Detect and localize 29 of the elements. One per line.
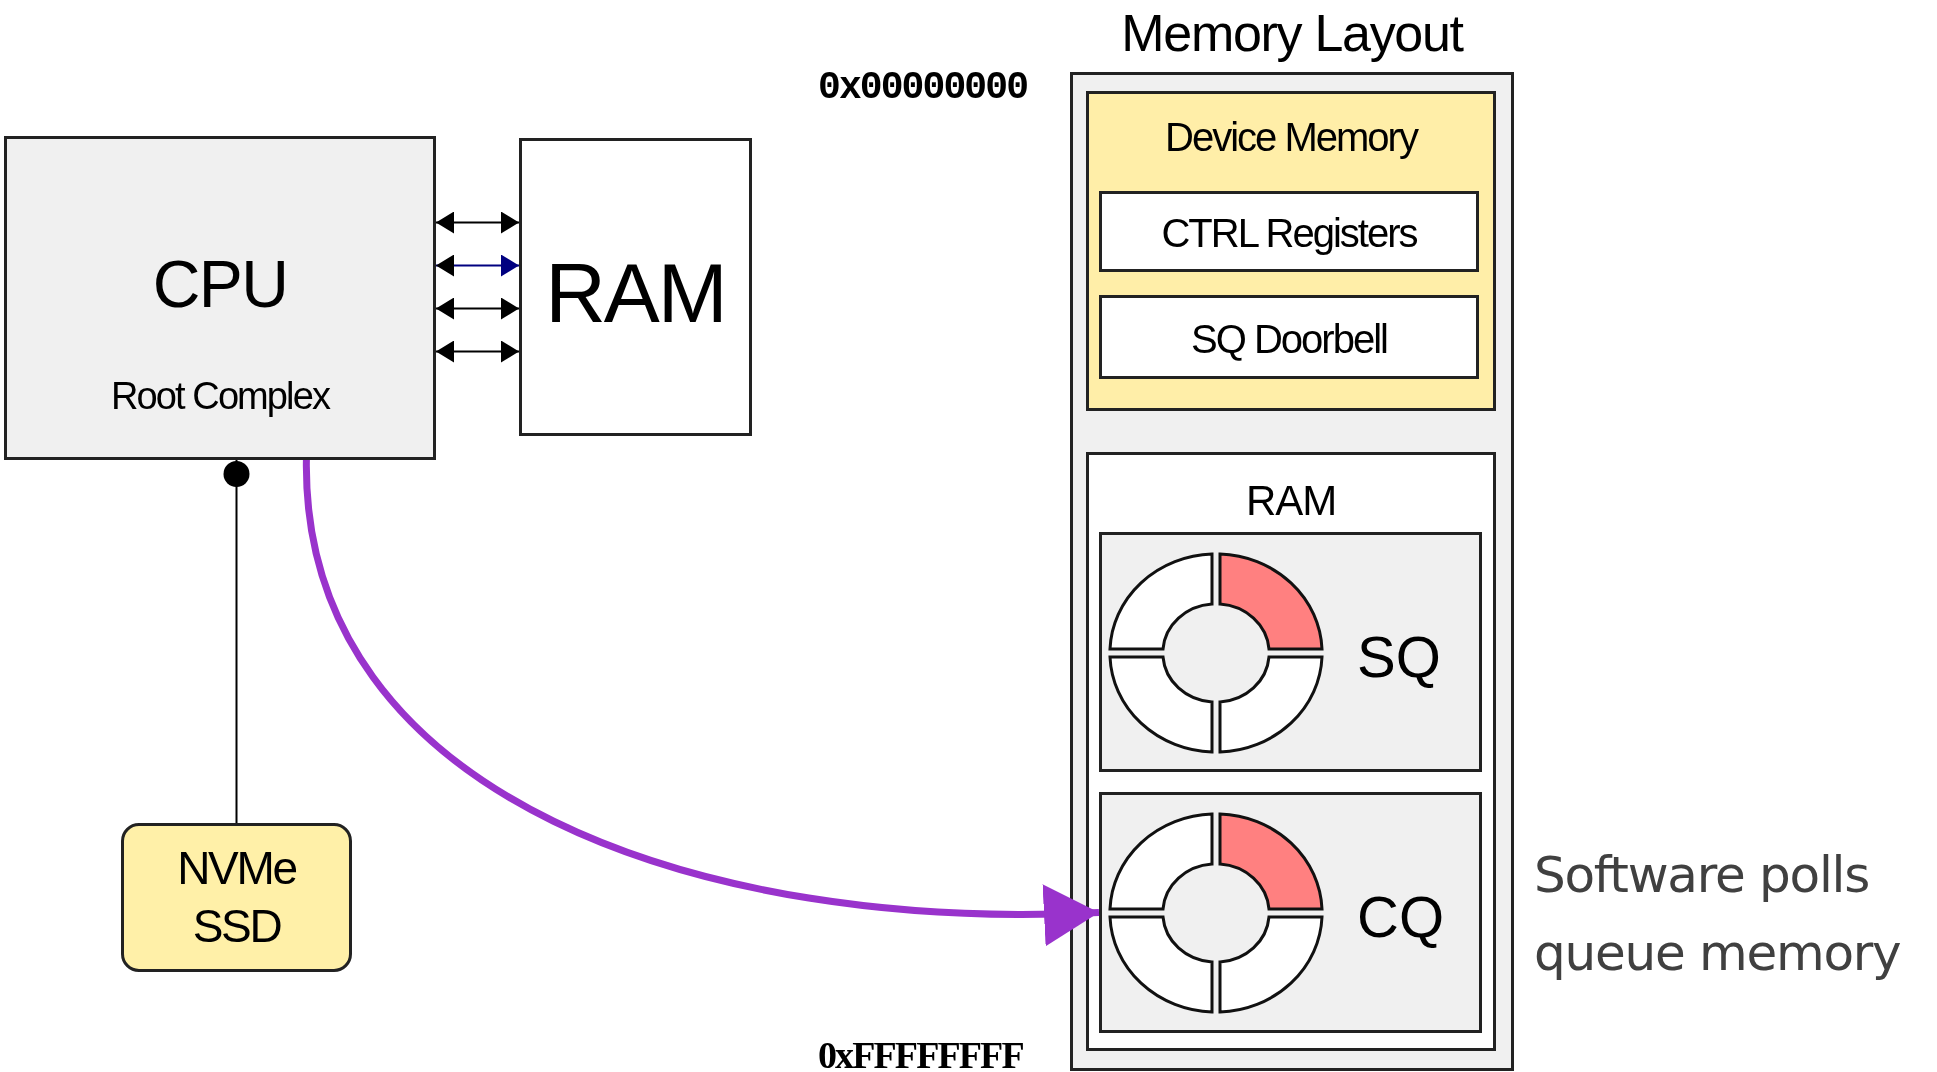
ssd-box: [121, 823, 352, 972]
doorbell-block: [1099, 295, 1479, 379]
double-arrow: [435, 297, 520, 320]
curved-arrow: [302, 459, 1100, 945]
node-label: RAM: [544, 245, 727, 342]
node-label: CQ: [1357, 883, 1444, 951]
node-label: CTRL Registers: [1160, 210, 1418, 257]
node-label: Memory Layout: [1120, 3, 1465, 64]
queue-box: [1099, 792, 1482, 1033]
node-label: NVMe SSD: [176, 841, 297, 954]
node-label: RAM: [1244, 476, 1338, 526]
register-block: [1099, 191, 1479, 272]
device-memory-region: [1086, 91, 1496, 411]
double-arrow: [435, 211, 520, 234]
double-arrow: [435, 340, 520, 363]
ram-box: [519, 138, 752, 436]
node-label: SQ Doorbell: [1190, 316, 1388, 363]
cpu-box: [4, 136, 436, 460]
address-label: 0xFFFFFFFF: [818, 1033, 1023, 1072]
node-label: Root Complex: [110, 374, 331, 419]
double-arrow: [435, 254, 520, 277]
node-label: SQ: [1357, 623, 1441, 691]
node-label: Device Memory: [1164, 114, 1419, 161]
node-label: CPU: [151, 246, 289, 323]
queue-box: [1099, 532, 1482, 772]
annotation-text: Software polls queue memory: [1534, 845, 1902, 984]
ram-region: [1086, 452, 1496, 1051]
address-label: 0x00000000: [818, 65, 1028, 111]
bus-line: [223, 459, 250, 824]
